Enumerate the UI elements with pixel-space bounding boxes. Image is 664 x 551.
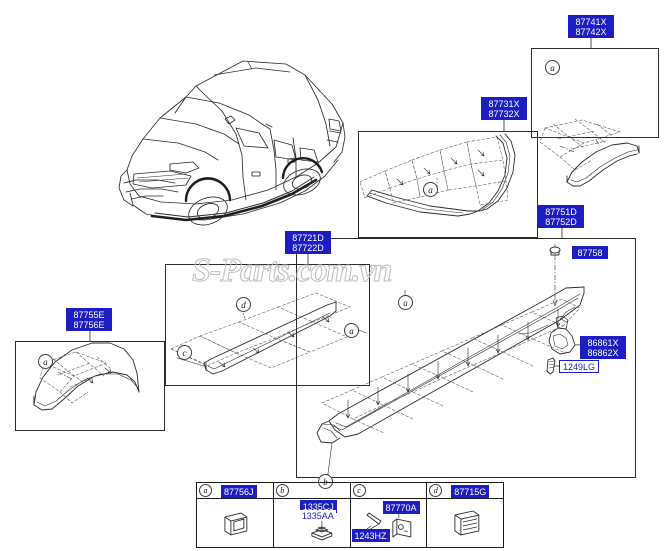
ref-line-1: 87758 <box>577 248 603 258</box>
legend-marker-c: c <box>352 484 366 497</box>
ref-line-2: 87742X <box>575 27 607 37</box>
legend-icon-a <box>224 512 248 536</box>
callout-connectors <box>89 35 592 342</box>
panel-frame-87731 <box>358 131 538 238</box>
legend-column-c: c 87770A 1243HZ <box>350 483 428 547</box>
legend-column-b: b 1335CJ 1335AA <box>273 483 351 547</box>
ref-line-2: 87752D <box>545 217 577 227</box>
legend-table: a 87756J b 1335CJ 1335A <box>196 482 504 548</box>
ref-line-2: 87722D <box>292 243 324 253</box>
legend-marker-d: d <box>429 484 443 497</box>
ref-line-1: 86861X <box>587 338 619 348</box>
legend-header-c: c <box>350 483 427 499</box>
ref-label-86861x[interactable]: 86861X 86862X <box>580 336 626 359</box>
ref-line-1: 87751D <box>545 207 577 217</box>
part-87721-illustration <box>170 292 351 375</box>
ref-label-87751d[interactable]: 87751D 87752D <box>538 205 584 228</box>
legend-ref-87715g[interactable]: 87715G <box>451 485 490 498</box>
ref-line-2: 86862X <box>587 348 619 358</box>
legend-body-c: 87770A 1243HZ <box>351 499 427 547</box>
legend-ref-87756j[interactable]: 87756J <box>221 485 257 498</box>
ref-line-1: 87731X <box>488 99 520 109</box>
panel-frame-87755 <box>15 341 165 431</box>
legend-icon-b <box>311 521 333 541</box>
ref-line-1: 1249LG <box>562 362 596 372</box>
legend-icon-d <box>454 510 480 536</box>
legend-ref-87770a[interactable]: 87770A <box>382 501 420 514</box>
ref-line-1: 87755E <box>73 310 105 320</box>
vehicle-illustration <box>118 60 346 226</box>
part-87758-clip <box>549 243 561 307</box>
ref-label-1249lg[interactable]: 1249LG <box>559 360 599 373</box>
balloon-a-87731[interactable]: a <box>423 182 438 197</box>
part-87751-illustration <box>316 243 601 482</box>
legend-ref-1335aa[interactable]: 1335AA <box>299 510 336 521</box>
legend-header-b: b <box>273 483 350 499</box>
panel-frame-87751 <box>296 238 636 478</box>
legend-column-d: d 87715G <box>427 483 503 547</box>
legend-header-d: d 87715G <box>427 483 503 499</box>
legend-ref-1243hz[interactable]: 1243HZ <box>351 529 390 542</box>
panel-frame-87721 <box>165 264 370 386</box>
balloon-a-sill-left[interactable]: a <box>344 323 359 338</box>
balloon-a-87741[interactable]: a <box>545 60 560 75</box>
balloon-a-sill-right[interactable]: a <box>398 295 413 310</box>
balloon-d-87721[interactable]: d <box>236 297 251 312</box>
ref-line-1: 87741X <box>575 17 607 27</box>
part-87731-illustration <box>359 133 516 217</box>
legend-icon-c <box>365 511 411 538</box>
legend-body-d <box>427 499 503 547</box>
legend-column-a: a 87756J <box>197 483 274 547</box>
ref-line-2: 87756E <box>73 320 105 330</box>
legend-marker-a: a <box>199 484 212 497</box>
legend-marker-b: b <box>275 484 289 497</box>
ref-label-87758[interactable]: 87758 <box>572 246 608 259</box>
legend-header-a: a 87756J <box>197 483 273 499</box>
ref-line-1: 87721D <box>292 233 324 243</box>
balloon-c-87721[interactable]: c <box>177 345 192 360</box>
panel-frame-87741 <box>531 48 659 138</box>
balloon-a-87755[interactable]: a <box>38 354 53 369</box>
ref-label-87755e[interactable]: 87755E 87756E <box>66 308 112 331</box>
part-87755-illustration <box>33 342 140 411</box>
ref-label-87721d[interactable]: 87721D 87722D <box>285 231 331 254</box>
ref-label-87731x[interactable]: 87731X 87732X <box>481 97 527 120</box>
legend-body-a <box>197 499 273 547</box>
ref-label-87741x[interactable]: 87741X 87742X <box>568 15 614 38</box>
legend-body-b: 1335CJ 1335AA <box>274 499 350 547</box>
ref-line-2: 87732X <box>488 109 520 119</box>
